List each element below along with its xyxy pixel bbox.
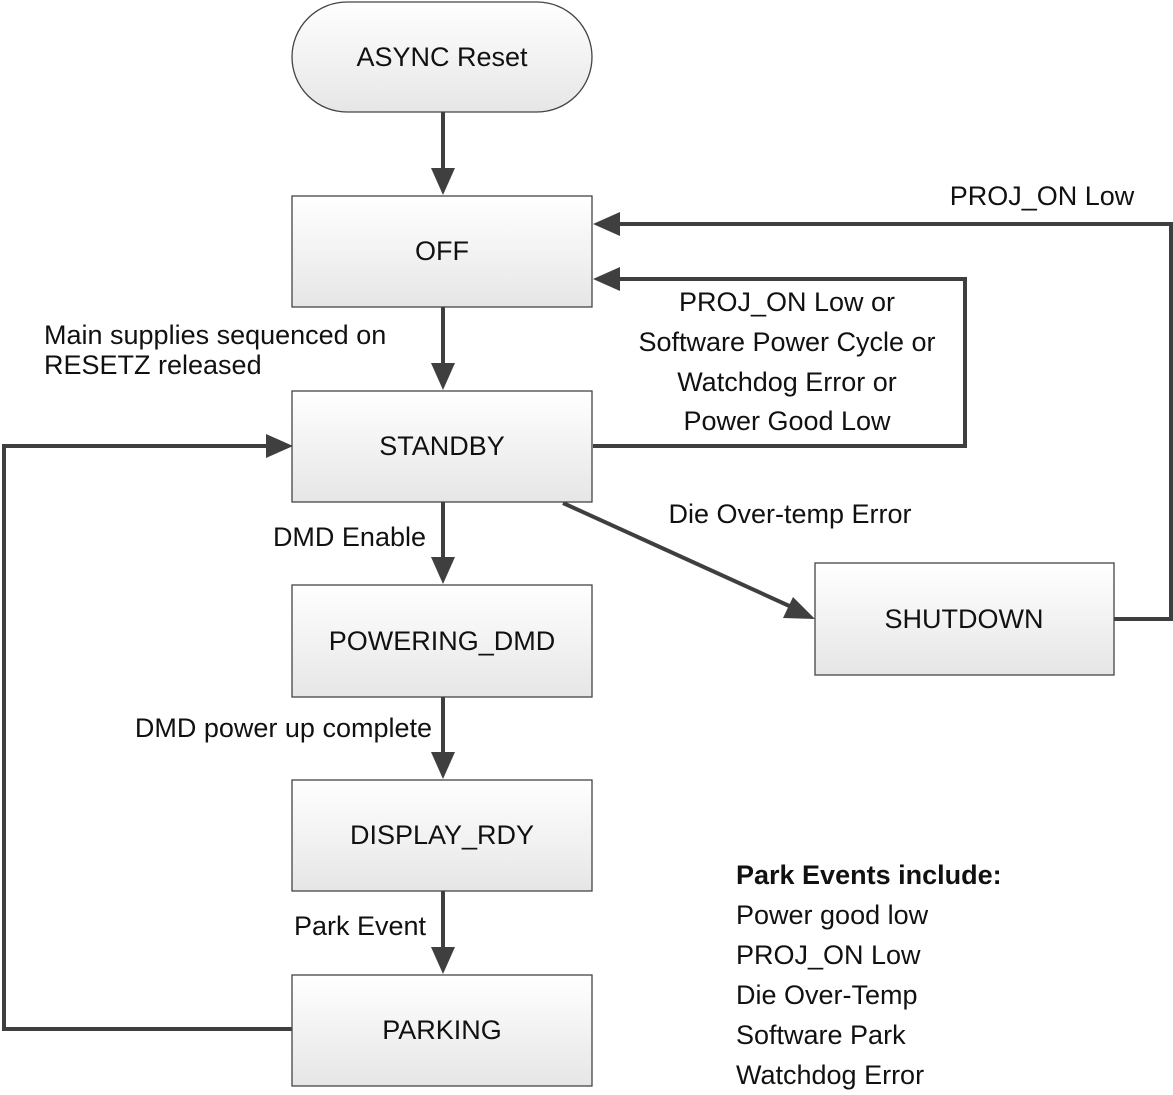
park-events-title: Park Events include:: [736, 860, 1002, 890]
arrowhead-standby-from-parking: [266, 434, 293, 458]
arrowhead-parking-from-display: [431, 947, 455, 974]
node-off: OFF: [291, 195, 593, 308]
node-parking: PARKING: [291, 974, 593, 1087]
arrowhead-powering-from-standby: [431, 557, 455, 584]
edge-standby-to-off: [593, 277, 967, 448]
edge-label-off-to-standby-line1: Main supplies sequenced on: [44, 320, 386, 350]
edge-label-powering-to-display: DMD power up complete: [135, 713, 432, 743]
arrowhead-display-from-powering: [431, 752, 455, 779]
edges: [2, 112, 1173, 1031]
node-parking-label: PARKING: [382, 1015, 502, 1045]
edge-label-standby-to-off-line2: Software Power Cycle or: [638, 327, 935, 357]
node-async-reset: ASYNC Reset: [291, 1, 593, 113]
edge-label-standby-to-powering: DMD Enable: [273, 522, 426, 552]
edge-label-standby-to-shutdown: Die Over-temp Error: [668, 499, 911, 529]
arrowhead-off-from-standby: [593, 267, 620, 291]
edge-label-display-to-parking: Park Event: [294, 911, 427, 941]
node-standby-label: STANDBY: [379, 431, 505, 461]
node-powering-dmd: POWERING_DMD: [291, 584, 593, 698]
park-event-item: PROJ_ON Low: [736, 940, 921, 970]
node-display-rdy: DISPLAY_RDY: [291, 779, 593, 892]
edge-label-standby-to-off-line1: PROJ_ON Low or: [679, 287, 895, 317]
node-shutdown-label: SHUTDOWN: [885, 604, 1044, 634]
park-event-item: Watchdog Error: [736, 1060, 924, 1090]
park-event-item: Power good low: [736, 900, 929, 930]
edge-shutdown-to-off: [612, 222, 1173, 621]
edge-label-shutdown-to-off: PROJ_ON Low: [950, 181, 1135, 211]
node-shutdown: SHUTDOWN: [814, 562, 1115, 676]
edge-standby-to-shutdown: [562, 501, 797, 611]
node-off-label: OFF: [415, 236, 469, 266]
node-async-reset-label: ASYNC Reset: [356, 42, 528, 72]
node-display-rdy-label: DISPLAY_RDY: [350, 820, 534, 850]
arrowheads: [266, 168, 815, 974]
edge-label-off-to-standby-line2: RESETZ released: [44, 350, 262, 380]
edge-parking-to-standby: [2, 444, 293, 1031]
arrowhead-off-from-shutdown: [593, 212, 620, 236]
node-powering-dmd-label: POWERING_DMD: [329, 626, 556, 656]
park-event-item: Die Over-Temp: [736, 980, 918, 1010]
arrowhead-standby-from-off: [431, 363, 455, 390]
park-event-item: Software Park: [736, 1020, 906, 1050]
edge-label-standby-to-off-line3: Watchdog Error or: [677, 367, 897, 397]
node-standby: STANDBY: [291, 390, 593, 503]
park-events-note: Park Events include: Power good low PROJ…: [736, 860, 1002, 1090]
edge-label-standby-to-off-line4: Power Good Low: [683, 406, 891, 436]
arrowhead-off-from-reset: [431, 168, 455, 195]
arrowhead-shutdown-from-standby: [783, 597, 815, 619]
